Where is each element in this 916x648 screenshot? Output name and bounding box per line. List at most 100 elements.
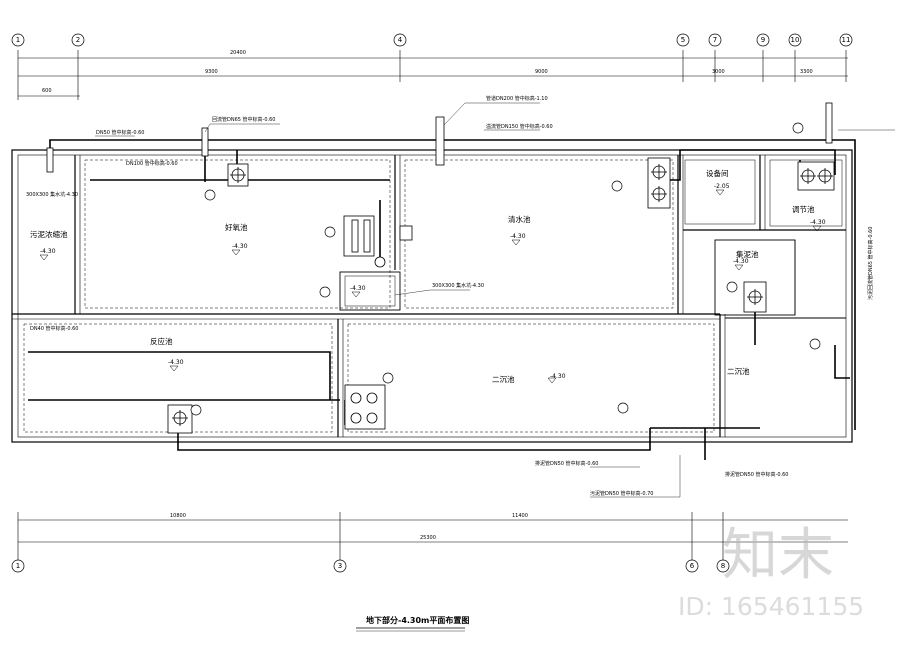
pump-group-1 (227, 163, 249, 187)
svg-text:-4.30: -4.30 (232, 243, 248, 250)
note-dn65: 回流管DN65 管中标高-0.60 (212, 116, 275, 123)
axis-label: 1 (16, 36, 20, 44)
note-dn150: 溢流管DN150 管中标高-0.60 (486, 123, 553, 130)
svg-text:-4.30: -4.30 (510, 233, 526, 240)
room-sludge-thickening: 污泥浓缩池 (30, 229, 68, 239)
watermark-id: ID: 165461155 (678, 592, 864, 621)
axis-bubble-top-9: 9 (756, 33, 770, 47)
room-equipment: 设备间 (706, 168, 729, 178)
svg-text:9000: 9000 (535, 69, 548, 75)
axis-label: 10 (791, 36, 800, 44)
axis-bubble-bottom-8: 8 (716, 559, 730, 573)
room-secondary-settling: 二沉池 (492, 374, 515, 384)
room-sludge-collection: 集泥池 (736, 249, 759, 259)
svg-text:9300: 9300 (205, 69, 218, 75)
watermark-logo: 知末 (722, 523, 834, 588)
level-mark: -4.30 (168, 359, 184, 372)
svg-text:25300: 25300 (420, 535, 436, 541)
svg-text:600: 600 (42, 88, 52, 94)
room-aerobic: 好氧池 (225, 222, 248, 232)
notes: DN50 管中标高-0.60 DN100 管中标高-0.60 回流管DN65 管… (26, 95, 874, 497)
drawing-title-text: 地下部分-4.30m平面布置图 (366, 615, 469, 625)
axis-label: 6 (690, 562, 695, 570)
level-mark: -4.30 (39, 248, 56, 261)
note-pit: 300X300 集水坑-4.30 (432, 282, 484, 289)
building-walls (11, 149, 853, 443)
axis-bubble-bottom-1: 1 (11, 559, 25, 573)
level-mark: -4.30 (547, 373, 566, 384)
note-right: 污泥回流管DN65 管中标高-0.60 (867, 227, 874, 300)
note-bottom-3: 排泥管DN50 管中标高-0.60 (725, 471, 788, 478)
level-mark: -4.30 (231, 243, 248, 256)
pipe-risers (46, 102, 833, 173)
svg-text:3000: 3000 (712, 69, 725, 75)
top-dim-text: 20400 9300 9000 3000 3300 600 (42, 50, 813, 94)
axis-bubbles-top: 1 2 4 5 7 9 10 11 (11, 33, 853, 47)
axis-bubbles-bottom: 1 3 6 8 (11, 559, 730, 573)
svg-text:-4.30: -4.30 (40, 248, 56, 255)
axis-label: 1 (16, 562, 20, 570)
annotation-leaders (95, 102, 895, 498)
axis-bubble-bottom-6: 6 (685, 559, 699, 573)
note-dn40: DN40 管中标高-0.60 (30, 325, 78, 332)
pipes (28, 139, 856, 460)
pump-group-2 (647, 157, 671, 209)
axis-bubble-top-1: 1 (11, 33, 25, 47)
axis-bubble-top-4: 4 (393, 33, 407, 47)
note-dn100: DN100 管中标高-0.60 (126, 160, 178, 167)
note-dn200: 管道DN200 管中标高-1.10 (486, 95, 548, 102)
bottom-dim-text: 10800 11400 25300 (170, 513, 528, 541)
svg-text:-4.30: -4.30 (810, 219, 826, 226)
axis-label: 11 (842, 36, 851, 44)
note-dn50: DN50 管中标高-0.60 (96, 129, 144, 136)
top-dimension-lines (17, 50, 848, 100)
svg-text:-4.30: -4.30 (350, 285, 366, 292)
level-mark: -2.05 (714, 183, 730, 196)
axis-label: 3 (338, 562, 342, 570)
pump-group-5 (167, 404, 193, 434)
svg-text:-4.30: -4.30 (733, 258, 749, 265)
level-mark: -4.30 (350, 285, 366, 298)
level-marks: -4.30 -4.30 -4.30 -2.05 -4.30 -4.30 -4.3… (39, 183, 826, 384)
svg-text:10800: 10800 (170, 513, 186, 519)
axis-label: 4 (398, 36, 403, 44)
note-bottom-2: 污泥管DN50 管中标高-0.70 (590, 490, 653, 497)
svg-text:3300: 3300 (800, 69, 813, 75)
drawing-title: 地下部分-4.30m平面布置图 (356, 615, 469, 632)
pump-symbols (167, 157, 835, 434)
axis-label: 5 (681, 36, 685, 44)
axis-bubble-top-5: 5 (676, 33, 690, 47)
axis-bubble-top-2: 2 (71, 33, 85, 47)
level-mark: -4.30 (510, 233, 526, 246)
axis-bubble-top-7: 7 (708, 33, 722, 47)
room-regulating: 调节池 (792, 204, 815, 214)
level-mark: -4.30 (810, 219, 826, 232)
room-secondary-settling-2: 二沉池 (727, 366, 750, 376)
level-mark: -4.30 (733, 258, 749, 271)
pump-group-3 (797, 161, 835, 191)
axis-bubble-bottom-3: 3 (333, 559, 347, 573)
valve-assembly (343, 215, 413, 268)
svg-text:-4.30: -4.30 (168, 359, 184, 366)
callouts (190, 122, 821, 416)
svg-text:20400: 20400 (230, 50, 246, 56)
watermark: 知末 ID: 165461155 (678, 523, 864, 621)
axis-label: 7 (713, 36, 717, 44)
room-clear-water: 清水池 (508, 214, 531, 224)
note-bottom-1: 排泥管DN50 管中标高-0.60 (535, 460, 598, 467)
svg-text:-2.05: -2.05 (714, 183, 730, 190)
room-labels: 污泥浓缩池 好氧池 清水池 设备间 调节池 集泥池 反应池 二沉池 二沉池 (30, 168, 815, 384)
axis-bubble-top-11: 11 (839, 33, 853, 47)
bottom-dimension-lines (17, 512, 848, 560)
axis-label: 2 (76, 36, 80, 44)
svg-text:11400: 11400 (512, 513, 528, 519)
svg-text:-4.30: -4.30 (550, 373, 566, 380)
pump-group-6 (743, 281, 767, 313)
room-reaction: 反应池 (150, 336, 173, 346)
axis-label: 9 (761, 36, 765, 44)
axis-bubble-top-10: 10 (788, 33, 802, 47)
axis-label: 8 (721, 562, 725, 570)
note-left-pit: 300X300 集水坑-4.30 (26, 191, 78, 198)
pump-group-4 (344, 384, 386, 430)
